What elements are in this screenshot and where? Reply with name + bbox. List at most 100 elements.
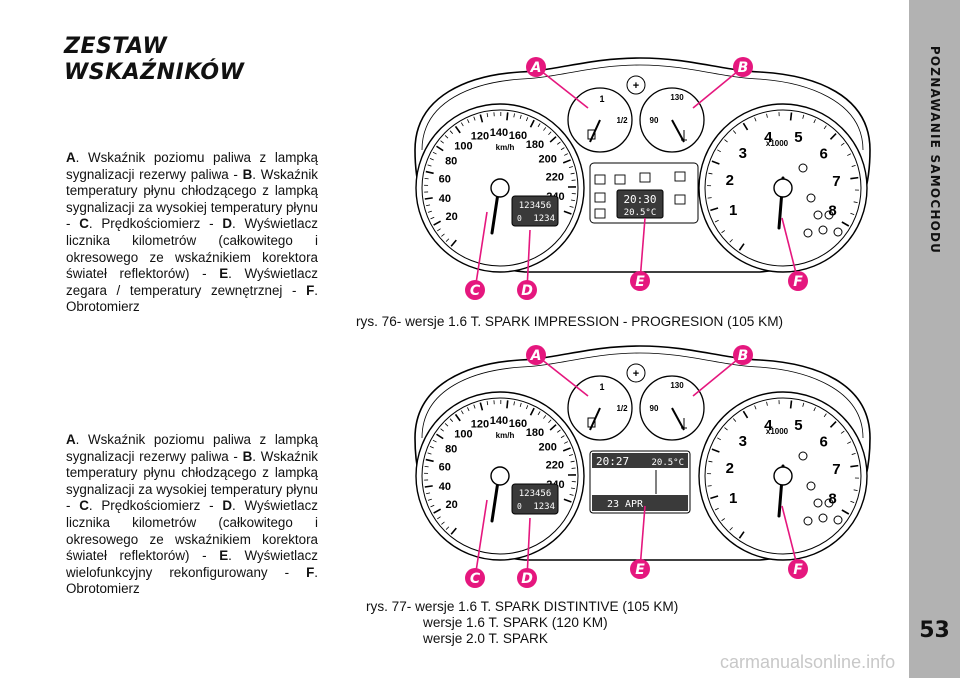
speedometer-tick bbox=[444, 135, 449, 139]
tachometer-tick bbox=[711, 160, 720, 165]
paragraph-text: . Wyświetlacz wielofunkcyjny rekonfiguro… bbox=[66, 548, 318, 580]
tachometer-tick bbox=[738, 243, 745, 251]
speedometer-tick bbox=[440, 428, 444, 432]
speedometer-tick bbox=[569, 493, 574, 496]
warning-lamp-icon bbox=[803, 228, 813, 238]
sidebar: POZNAWANIE SAMOCHODU 53 bbox=[909, 0, 960, 678]
tachometer-tick bbox=[853, 201, 858, 203]
callout-marker bbox=[517, 280, 537, 300]
warning-lamp-icon bbox=[806, 481, 816, 491]
speedometer-tick bbox=[479, 402, 484, 411]
rpm-unit-label: x1000 bbox=[766, 139, 789, 148]
callout-label: F bbox=[793, 274, 803, 290]
paragraph-text: . Wskaźnik temperatury płynu chłodzącego… bbox=[66, 166, 318, 232]
callout-leader-line bbox=[692, 354, 744, 397]
clock-lcd bbox=[616, 189, 664, 219]
callout-leader-line bbox=[639, 217, 646, 282]
warning-lamp-icon bbox=[803, 516, 813, 526]
page-number: 53 bbox=[919, 618, 950, 643]
speedometer-tick bbox=[563, 498, 572, 503]
speed-tick-label: 140 bbox=[490, 415, 508, 427]
speedometer-tick bbox=[432, 439, 437, 443]
callout-leader-line bbox=[526, 517, 531, 579]
speed-tick-label: 20 bbox=[445, 211, 457, 223]
rpm-tick-label: 8 bbox=[828, 203, 836, 220]
cluster-group: 20406080100120140160180200220240km/h1234… bbox=[414, 57, 871, 300]
rpm-tick-label: 8 bbox=[828, 491, 836, 508]
speedometer-tick bbox=[450, 239, 457, 247]
callout-marker bbox=[526, 345, 546, 365]
tachometer-tick bbox=[711, 448, 720, 453]
callout-marker bbox=[733, 57, 753, 77]
speedometer-tick bbox=[445, 238, 450, 242]
callout-letter-ref: A bbox=[66, 432, 76, 447]
speedometer-tick bbox=[436, 145, 444, 152]
callout-label: F bbox=[793, 562, 803, 578]
speedometer-tick bbox=[563, 210, 572, 215]
speedometer-tick bbox=[441, 521, 445, 525]
rpm-tick-label: 6 bbox=[820, 146, 828, 163]
callout-label: C bbox=[470, 283, 481, 299]
speedometer-tick bbox=[513, 401, 515, 406]
odometer-adjust: 0 bbox=[517, 502, 522, 511]
speedometer-tick bbox=[427, 164, 432, 167]
tachometer-tick bbox=[840, 142, 845, 146]
top-warning-icon bbox=[626, 363, 646, 383]
speedometer-tick bbox=[543, 415, 547, 419]
speedometer-tick bbox=[424, 465, 429, 468]
speedometer-tick bbox=[445, 526, 450, 530]
tachometer-hub bbox=[773, 466, 793, 486]
tachometer-tick bbox=[724, 139, 728, 143]
rpm-tick-label: 7 bbox=[832, 173, 840, 190]
callout-label: D bbox=[521, 571, 533, 587]
speedometer-tick bbox=[427, 452, 432, 455]
callout-marker bbox=[465, 568, 485, 588]
callout-marker bbox=[788, 271, 808, 291]
rpm-tick-label: 6 bbox=[820, 434, 828, 451]
description-paragraph-1: A. Wskaźnik poziomu paliwa z lampką sygn… bbox=[66, 150, 318, 316]
paragraph-text: . Prędkościomierz - bbox=[88, 498, 223, 514]
speedometer-tick bbox=[424, 197, 433, 200]
speedometer-tick bbox=[473, 404, 476, 409]
speedometer-tick bbox=[549, 424, 557, 431]
callout-leader-line bbox=[692, 66, 744, 109]
callout-marker bbox=[465, 280, 485, 300]
fuel-tick-half: 1/2 bbox=[616, 404, 628, 413]
speedometer-tick bbox=[537, 411, 541, 416]
speedometer-tick bbox=[570, 487, 576, 490]
tachometer-tick bbox=[717, 437, 721, 441]
paragraph-text: . Wyświetlacz zegara / temperatury zewnę… bbox=[66, 266, 318, 298]
date-display: 23 APR bbox=[607, 499, 644, 510]
speedometer-tick bbox=[467, 119, 470, 124]
speedometer-tick bbox=[454, 413, 461, 422]
callout-letter-ref: D bbox=[222, 498, 232, 514]
speedometer-tick bbox=[479, 114, 484, 123]
speed-tick-label: 220 bbox=[546, 460, 564, 472]
speedometer-tick bbox=[525, 117, 529, 122]
rpm-tick-label: 4 bbox=[764, 129, 773, 146]
speedometer-tick bbox=[460, 410, 464, 415]
speedometer-tick bbox=[426, 204, 431, 207]
speedometer-tick bbox=[569, 205, 574, 208]
display-bottom-bar bbox=[592, 495, 688, 511]
rpm-tick-label: 1 bbox=[729, 490, 737, 507]
callout-leader-line bbox=[639, 505, 646, 570]
tachometer-tick bbox=[813, 119, 816, 124]
tachometer-tick bbox=[850, 176, 859, 180]
figure-2-caption-line-1: rys. 77- wersje 1.6 T. SPARK DISTINTIVE … bbox=[366, 599, 679, 614]
cluster-group: 20406080100120140160180200220240km/h1234… bbox=[414, 345, 871, 588]
tachometer-tick bbox=[841, 221, 850, 227]
callout-letter-ref: C bbox=[79, 216, 89, 232]
tachometer-tick bbox=[721, 230, 726, 234]
temp-tick-high: 130 bbox=[670, 381, 684, 390]
rpm-tick-label: 4 bbox=[764, 417, 773, 434]
callout-letter-ref: F bbox=[306, 564, 315, 580]
speed-tick-label: 120 bbox=[471, 131, 489, 143]
speedometer-tick bbox=[560, 147, 565, 151]
speed-tick-label: 120 bbox=[471, 419, 489, 431]
callout-marker bbox=[630, 559, 650, 579]
speedometer-tick bbox=[440, 140, 444, 144]
rpm-tick-label: 3 bbox=[739, 433, 747, 450]
callout-leader-line bbox=[474, 499, 488, 579]
speed-tick-label: 100 bbox=[454, 141, 472, 153]
